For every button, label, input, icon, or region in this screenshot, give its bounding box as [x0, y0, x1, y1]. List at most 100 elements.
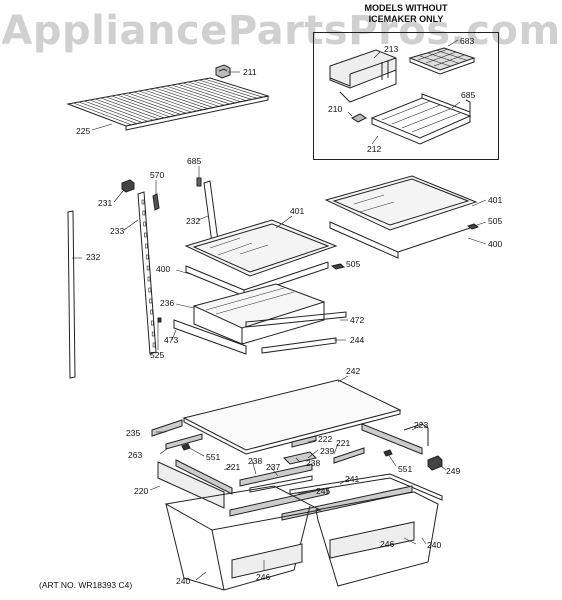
part-551-left — [181, 443, 191, 451]
ice-bucket-frame-212 — [370, 93, 472, 145]
callout-231: 231 — [98, 198, 112, 208]
callout-551-left: 551 — [206, 452, 220, 462]
callout-263: 263 — [128, 450, 142, 460]
wire-shelf-225 — [66, 77, 270, 131]
shelf-wire — [171, 84, 230, 105]
callout-212: 212 — [367, 144, 381, 154]
screw-685 — [196, 177, 202, 187]
callout-240-right: 240 — [427, 540, 441, 550]
shelf-wire — [188, 81, 247, 101]
rail-slot — [146, 265, 150, 271]
shelf-wire — [166, 85, 225, 106]
callout-472: 472 — [350, 315, 364, 325]
part-222 — [291, 435, 317, 448]
shelf-wire — [84, 100, 143, 123]
callout-220: 220 — [134, 486, 148, 496]
callout-685: 685 — [187, 156, 201, 166]
callout-210: 210 — [328, 104, 342, 114]
callout-221-left: 221 — [226, 462, 240, 472]
rail-slot — [147, 276, 151, 282]
shelf-support-400-right — [329, 221, 471, 259]
inset-title-line2: ICEMAKER ONLY — [368, 14, 444, 24]
callout-235: 235 — [126, 428, 140, 438]
shelf-wire — [78, 101, 138, 124]
screw-525 — [157, 317, 162, 323]
ice-tray-683 — [408, 47, 476, 75]
shelf-wire — [177, 83, 236, 104]
slide-472 — [245, 311, 347, 328]
shelf-wire — [73, 102, 132, 126]
part-210 — [351, 113, 367, 123]
art-number: (ART NO. WR18393 C4) — [39, 580, 133, 590]
shelf-wire — [117, 94, 176, 116]
part-505-mid — [330, 263, 346, 270]
rail-slot — [142, 210, 146, 216]
inset-title: MODELS WITHOUT ICEMAKER ONLY — [313, 3, 499, 25]
part-237 — [249, 475, 313, 493]
part-221-left — [175, 459, 233, 495]
clip-231 — [121, 179, 135, 193]
rail-slot — [141, 199, 145, 205]
callout-246-right: 246 — [380, 539, 394, 549]
callout-222: 222 — [318, 434, 332, 444]
callout-238-top: 238 — [248, 456, 262, 466]
callout-401-left: 401 — [290, 206, 304, 216]
callout-683: 683 — [460, 36, 474, 46]
callout-232-upper: 232 — [186, 216, 200, 226]
rail-233 — [137, 191, 157, 355]
glass-shelf-401-left — [184, 219, 338, 277]
leader-lines — [72, 39, 487, 581]
callout-246-left: 246 — [256, 572, 270, 582]
callout-232-left: 232 — [86, 252, 100, 262]
shelf-wire — [193, 80, 252, 100]
inset-box — [313, 32, 499, 160]
shelf-wire — [106, 96, 165, 119]
rail-223 — [361, 423, 429, 455]
shelf-wire — [138, 90, 198, 112]
rail-slot — [151, 331, 155, 337]
cover-220 — [157, 461, 225, 509]
drawer-240-left — [164, 485, 322, 591]
shelf-wire — [149, 88, 209, 109]
callout-525: 525 — [150, 350, 164, 360]
callout-236: 236 — [160, 298, 174, 308]
shelf-wire — [204, 78, 263, 98]
part-221-right — [333, 447, 365, 464]
callout-401-right: 401 — [488, 195, 502, 205]
rail-slot — [145, 254, 149, 260]
rail-slot — [152, 342, 156, 348]
rail-232-left — [67, 210, 76, 379]
pan-236 — [192, 283, 326, 345]
rail-slot — [150, 309, 153, 315]
callout-labels: 211 213 683 685 210 212 225 685 570 231 … — [76, 36, 502, 586]
rail-235 — [151, 419, 183, 437]
rail-slot — [144, 232, 147, 238]
ice-bin-213 — [329, 49, 397, 103]
screw-570 — [152, 193, 160, 211]
callout-225: 225 — [76, 126, 90, 136]
shelf-wire — [95, 98, 154, 121]
rail-slot — [149, 298, 152, 304]
rail-slot — [145, 243, 148, 249]
cover-473 — [173, 319, 247, 355]
rail-232-upper — [203, 180, 219, 244]
callout-233: 233 — [110, 226, 124, 236]
callout-241: 241 — [345, 474, 359, 484]
shelf-wire — [133, 91, 192, 113]
shelf-wire — [160, 86, 219, 107]
callout-505-mid: 505 — [346, 259, 360, 269]
bracket-211 — [215, 64, 231, 79]
shelf-wire — [100, 97, 159, 120]
callout-473: 473 — [164, 335, 178, 345]
rail-slot — [148, 287, 152, 293]
callout-221-right: 221 — [336, 438, 350, 448]
callout-211: 211 — [243, 67, 257, 77]
part-239 — [283, 451, 317, 465]
callout-237: 237 — [266, 462, 280, 472]
callout-213: 213 — [384, 44, 398, 54]
callout-505-right: 505 — [488, 216, 502, 226]
shelf-wire — [111, 95, 170, 118]
callout-244: 244 — [350, 335, 364, 345]
